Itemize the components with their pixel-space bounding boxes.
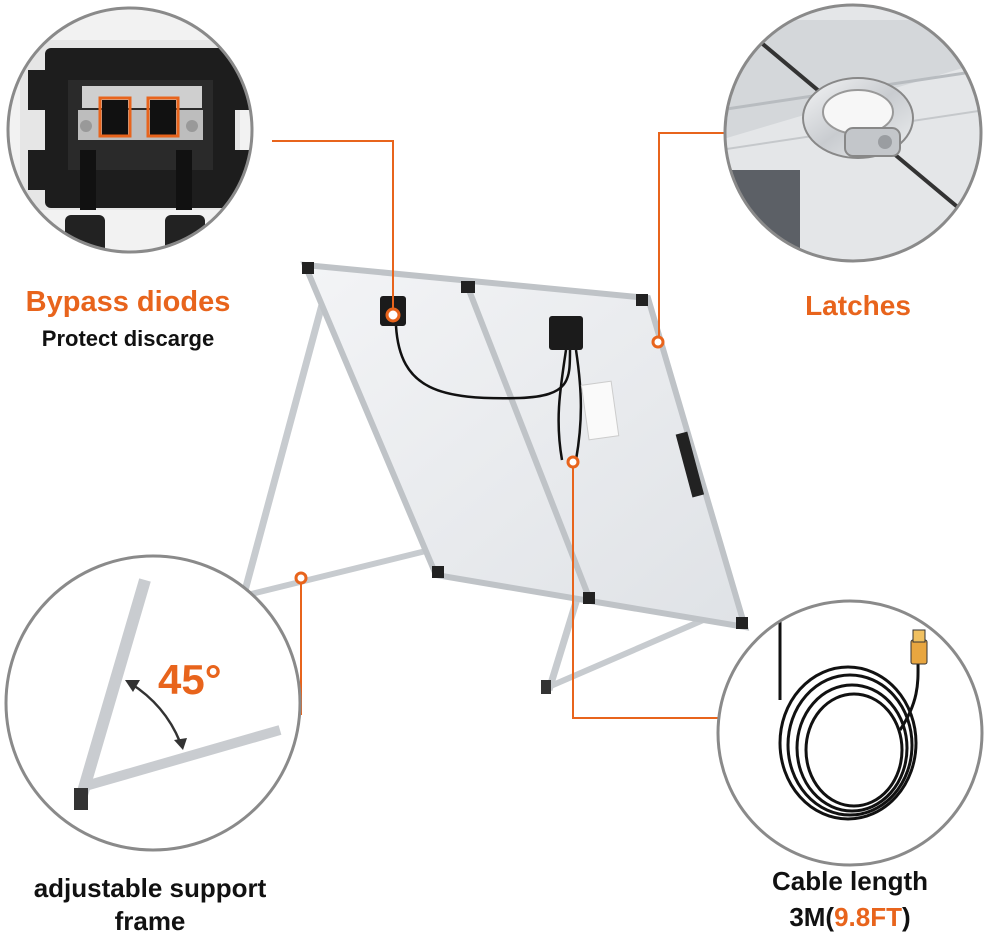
leg-foot [541, 680, 551, 694]
corner-cap [302, 262, 314, 274]
spec-sticker [580, 380, 620, 441]
junction-box [549, 316, 583, 350]
support-leg [239, 274, 334, 599]
panel-fold-line [464, 283, 593, 602]
junction-box-icon [6, 6, 254, 254]
cable-icon [716, 599, 984, 867]
bypass-diodes-title: Bypass diodes [25, 286, 231, 318]
corner-cap [636, 294, 648, 306]
latches-title: Latches [805, 290, 911, 321]
support-leg [242, 545, 439, 599]
bypass-diodes-subtitle: Protect discarge [41, 326, 215, 351]
cable-length-title: Cable length [771, 866, 928, 896]
cable-length-highlight: 9.8FT [834, 902, 903, 932]
corner-cap [461, 281, 475, 293]
support-frame-title-line1: adjustable support [33, 873, 267, 903]
solar-panel [238, 261, 750, 694]
panel-handle [675, 431, 705, 498]
cable-length-prefix: 3M( [789, 902, 835, 932]
angle-label: 45° [158, 656, 222, 703]
callout-lines [272, 132, 724, 719]
support-frame-title-line2: frame [114, 906, 186, 936]
corner-cap [736, 617, 748, 629]
support-frame-icon [4, 554, 302, 852]
corner-cap [583, 592, 595, 604]
cable-length-value: 3M(9.8FT) [735, 902, 965, 933]
cable [394, 325, 572, 400]
cable-length-suffix: ) [902, 902, 911, 932]
cable [557, 349, 583, 461]
corner-cap [432, 566, 444, 578]
latch-icon [723, 3, 983, 263]
